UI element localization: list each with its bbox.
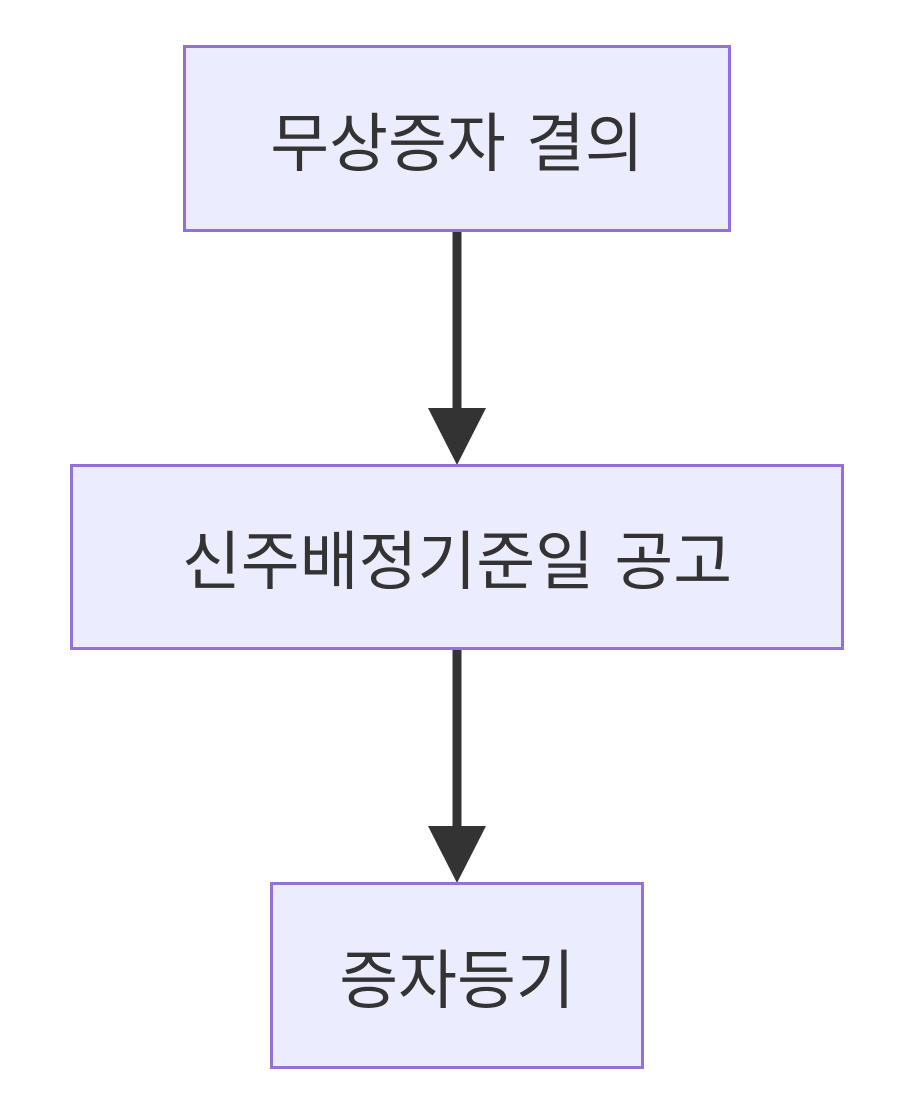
node-label: 무상증자 결의 xyxy=(270,107,644,182)
arrowhead-icon xyxy=(428,408,486,465)
flowchart-node-bonus-issue-resolution: 무상증자 결의 xyxy=(183,45,731,232)
node-label: 신주배정기준일 공고 xyxy=(181,526,733,600)
edge-resolution-to-record-date xyxy=(428,232,486,465)
flowchart-node-capital-increase-registration: 증자등기 xyxy=(270,882,644,1069)
edge-record-date-to-registration xyxy=(428,650,486,883)
node-label: 증자등기 xyxy=(339,944,575,1019)
arrowhead-icon xyxy=(428,826,486,883)
flowchart-node-record-date-notice: 신주배정기준일 공고 xyxy=(70,464,844,650)
